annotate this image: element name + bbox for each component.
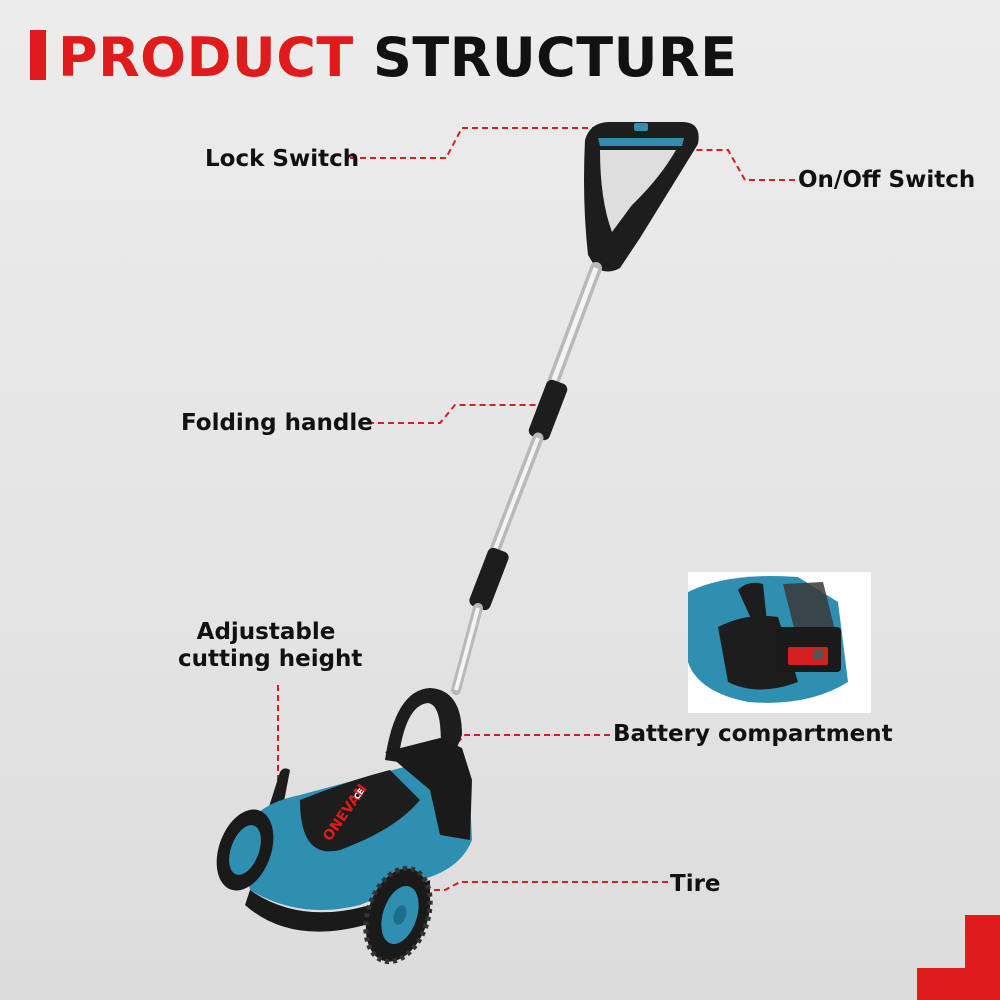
label-folding-handle: Folding handle <box>181 410 373 436</box>
lock-switch-button <box>634 123 648 131</box>
label-battery-compartment: Battery compartment <box>613 721 893 747</box>
label-tire: Tire <box>670 871 721 897</box>
label-lock-switch: Lock Switch <box>205 146 360 172</box>
callout-line-folding-handle <box>368 404 540 424</box>
callout-line-battery <box>440 734 610 751</box>
corner-accent <box>917 915 1000 1000</box>
label-on-off-switch: On/Off Switch <box>798 167 976 193</box>
callout-line-lock-switch <box>350 127 638 159</box>
label-adjustable-height-line1: Adjustable <box>196 619 336 645</box>
title-accent-bar <box>30 30 46 80</box>
tire <box>363 865 433 965</box>
title-product: PRODUCT <box>58 26 354 89</box>
rear-wheel <box>216 809 274 891</box>
handle-grip <box>584 122 699 272</box>
height-lever <box>268 768 290 812</box>
folding-joint <box>528 379 568 441</box>
mower-body: ONEVAN CE <box>240 738 472 932</box>
battery-inset-illustration <box>688 576 848 703</box>
label-adjustable-height-line2: cutting height <box>178 646 363 672</box>
page-title: PRODUCT STRUCTURE <box>58 20 737 96</box>
callout-lines <box>277 127 795 891</box>
battery-compartment-inset <box>688 572 871 713</box>
title-structure: STRUCTURE <box>373 26 738 89</box>
callout-line-tire <box>430 881 668 891</box>
